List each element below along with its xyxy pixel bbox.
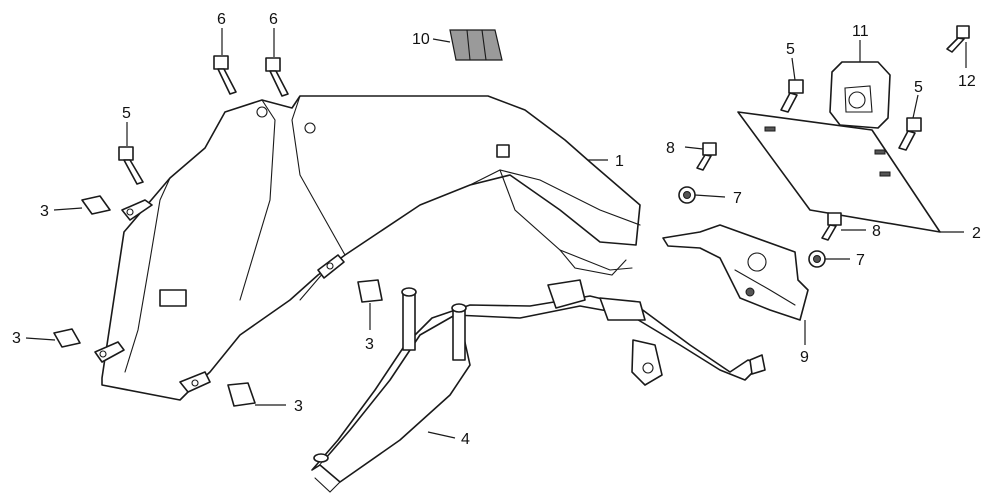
callout-2: 2: [972, 225, 981, 242]
screw-12: [946, 25, 970, 53]
clip-part: [53, 195, 383, 407]
callout-labels: 1 2 3 3 3 3 4 5 5 5 6 6 7 7 8 8 9 10 11 …: [12, 11, 981, 448]
reflector-part: [449, 29, 503, 61]
rear-bracket-part: [311, 279, 766, 493]
callout-3: 3: [365, 336, 374, 353]
callout-3: 3: [12, 330, 21, 347]
bolt-part: [118, 25, 970, 241]
callout-7: 7: [733, 190, 742, 207]
plate-light-part: [829, 61, 891, 129]
callout-11: 11: [852, 23, 869, 40]
callout-6: 6: [217, 11, 226, 28]
screw-8-upper: [696, 142, 717, 171]
callout-4: 4: [461, 431, 470, 448]
callout-12: 12: [958, 73, 976, 90]
bolt-5-right: [898, 117, 922, 151]
nut-part: [678, 186, 826, 268]
callout-3: 3: [294, 398, 303, 415]
callout-7: 7: [856, 252, 865, 269]
callout-5: 5: [122, 105, 131, 122]
callout-6: 6: [269, 11, 278, 28]
callout-8: 8: [872, 223, 881, 240]
callout-8: 8: [666, 140, 675, 157]
callout-10: 10: [412, 31, 430, 48]
callout-5: 5: [786, 41, 795, 58]
callout-5: 5: [914, 79, 923, 96]
screw-8-lower: [821, 212, 842, 241]
bolt-5-left: [118, 146, 144, 185]
callout-9: 9: [800, 349, 809, 366]
plate-bracket-part: [662, 224, 809, 321]
rear-fender-part: [94, 95, 641, 401]
callout-1: 1: [615, 153, 624, 170]
callout-3: 3: [40, 203, 49, 220]
bolt-6-right: [265, 57, 289, 97]
bolt-6-left: [213, 55, 237, 95]
bolt-5-mid: [780, 79, 804, 113]
leader-lines: [25, 28, 967, 439]
